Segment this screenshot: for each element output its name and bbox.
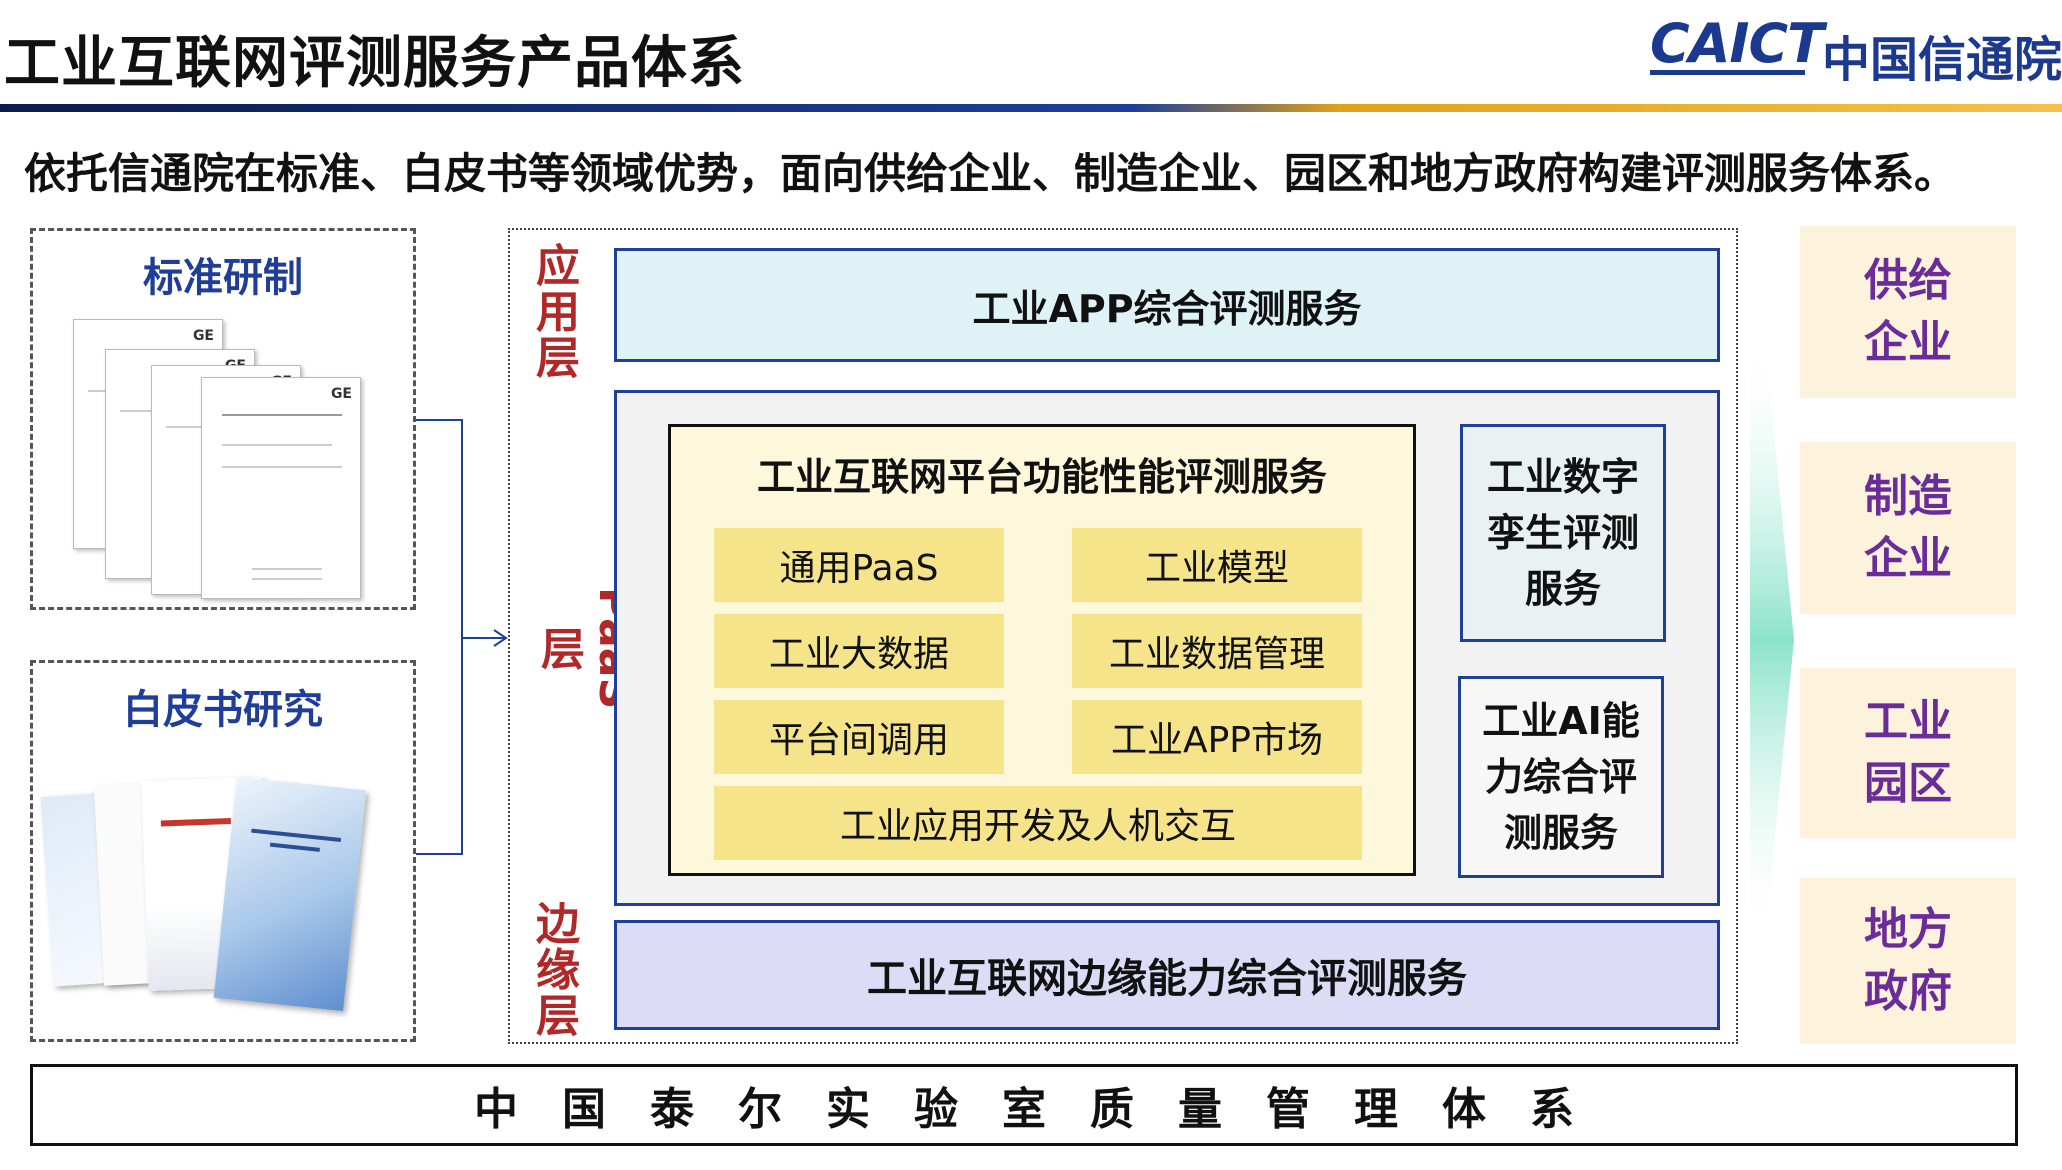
paas-item-inter-platform-call: 平台间调用 [714, 700, 1004, 774]
platform-service-title: 工业互联网平台功能性能评测服务 [756, 454, 1327, 499]
right-arrow [1750, 330, 1794, 950]
target-label: 地方政府 [1864, 904, 1952, 1017]
quality-system-bar: 中国泰尔实验室质量管理体系 [30, 1064, 2018, 1146]
layer-label-app: 应用层 [528, 244, 588, 382]
doc-mark: GE [330, 386, 352, 402]
paas-item-data-management: 工业数据管理 [1072, 614, 1362, 688]
page-title: 工业互联网评测服务产品体系 [4, 31, 745, 96]
service-architecture-frame [508, 228, 1738, 1044]
paas-item-industrial-model: 工业模型 [1072, 528, 1362, 602]
logo-underline [1650, 70, 1805, 75]
layer-label-paas: PaaS层 [530, 568, 640, 728]
paas-item-app-market: 工业APP市场 [1072, 700, 1362, 774]
caict-logo: CAICT 中国信通院 [1650, 12, 2062, 92]
target-local-government: 地方政府 [1800, 878, 2016, 1044]
standard-doc-4: GE [201, 377, 361, 599]
doc-mark: GE [192, 328, 214, 344]
subtitle: 依托信通院在标准、白皮书等领域优势，面向供给企业、制造企业、园区和地方政府构建评… [24, 149, 1957, 198]
paas-item-general-paas: 通用PaaS [714, 528, 1004, 602]
digital-twin-service-box: 工业数字孪生评测服务 [1460, 424, 1666, 642]
whitepaper-cover-4 [213, 776, 367, 1012]
standards-panel: 标准研制 GE GE GE GE [30, 228, 416, 610]
header-divider [0, 104, 2062, 112]
target-label: 工业园区 [1864, 696, 1952, 809]
logo-text-en: CAICT [1650, 12, 1824, 75]
target-supply-enterprise: 供给企业 [1800, 226, 2016, 398]
target-label: 制造企业 [1864, 471, 1952, 584]
whitepaper-title: 白皮书研究 [123, 687, 323, 733]
edge-service-box: 工业互联网边缘能力综合评测服务 [614, 920, 1720, 1030]
whitepaper-panel: 白皮书研究 [30, 660, 416, 1042]
app-service-box: 工业APP综合评测服务 [614, 248, 1720, 362]
target-manufacturing-enterprise: 制造企业 [1800, 442, 2016, 614]
target-industrial-park: 工业园区 [1800, 668, 2016, 838]
paas-item-app-dev-hci: 工业应用开发及人机交互 [714, 786, 1362, 860]
bracket-connector [416, 419, 508, 855]
logo-text-zh: 中国信通院 [1822, 32, 2062, 88]
target-label: 供给企业 [1864, 255, 1952, 368]
layer-label-edge: 边缘层 [528, 902, 588, 1040]
paas-item-big-data: 工业大数据 [714, 614, 1004, 688]
layer-label-edge-text: 边缘层 [536, 899, 580, 1042]
standards-title: 标准研制 [143, 255, 303, 301]
ai-service-box: 工业AI能力综合评测服务 [1458, 676, 1664, 878]
layer-label-app-text: 应用层 [536, 241, 580, 384]
